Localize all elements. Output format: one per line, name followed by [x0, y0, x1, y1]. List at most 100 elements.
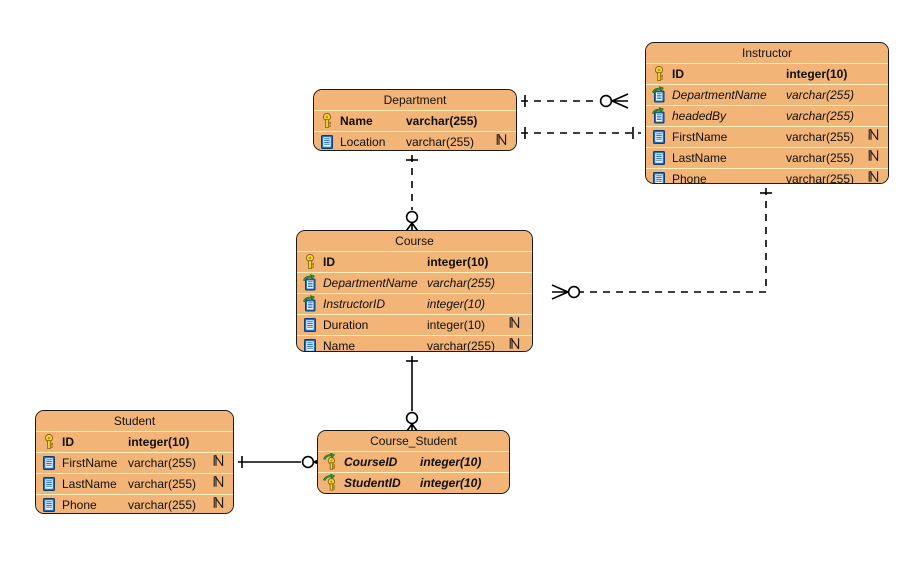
nullable-indicator — [509, 315, 520, 335]
blue-column-icon — [649, 148, 669, 168]
column-row[interactable]: Phone varchar(255) — [646, 168, 888, 184]
column-name: ID — [672, 67, 684, 81]
nullable-indicator — [868, 169, 879, 183]
column-name: Phone — [672, 172, 707, 184]
entity-title-course_student: Course_Student — [318, 431, 509, 452]
column-type: varchar(255) — [786, 151, 855, 165]
column-type: varchar(255) — [128, 498, 197, 512]
column-type: varchar(255) — [427, 276, 496, 290]
column-row[interactable]: ID integer(10) — [36, 432, 233, 452]
column-type: integer(10) — [786, 67, 848, 81]
column-type: varchar(255) — [427, 339, 496, 352]
yellow-key-icon — [317, 111, 337, 131]
green-arrow-column-icon — [300, 273, 320, 293]
blue-column-icon — [300, 315, 320, 335]
column-row[interactable]: StudentID integer(10) — [318, 472, 509, 493]
column-row[interactable]: headedBy varchar(255) — [646, 105, 888, 126]
column-row[interactable]: Location varchar(255) — [314, 131, 516, 150]
nullable-indicator — [868, 148, 879, 168]
column-type: varchar(255) — [786, 109, 855, 123]
column-name: ID — [62, 435, 74, 449]
column-name: Location — [340, 135, 386, 149]
column-row[interactable]: Name varchar(255) — [297, 335, 532, 352]
column-name: Name — [340, 114, 373, 128]
column-type: varchar(255) — [128, 456, 197, 470]
entity-columns-department: Name varchar(255) Location varchar(255) — [314, 111, 516, 150]
relationship-department-instructor-dept[interactable] — [521, 93, 629, 109]
column-type: integer(10) — [427, 318, 486, 332]
column-row[interactable]: FirstName varchar(255) — [646, 126, 888, 147]
entity-title-department: Department — [314, 90, 516, 111]
column-type: integer(10) — [128, 435, 190, 449]
nullable-indicator — [213, 474, 224, 494]
column-row[interactable]: InstructorID integer(10) — [297, 293, 532, 314]
green-arrow-column-icon — [649, 85, 669, 105]
relationship-department-instructor-headedby[interactable] — [521, 127, 641, 139]
column-row[interactable]: Name varchar(255) — [314, 111, 516, 131]
column-row[interactable]: ID integer(10) — [646, 64, 888, 84]
relationship-department-course[interactable] — [403, 155, 421, 235]
green-arrow-column-icon — [649, 106, 669, 126]
blue-column-icon — [39, 474, 59, 494]
column-row[interactable]: ID integer(10) — [297, 252, 532, 272]
relationship-instructor-course[interactable] — [551, 188, 772, 300]
entity-columns-student: ID integer(10) FirstName varchar(255) LastNa… — [36, 432, 233, 513]
blue-column-icon — [300, 336, 320, 351]
column-row[interactable]: Phone varchar(255) — [36, 494, 233, 513]
column-type: varchar(255) — [786, 130, 855, 144]
nullable-indicator — [868, 127, 879, 147]
column-name: DepartmentName — [672, 88, 767, 102]
column-name: LastName — [62, 477, 117, 491]
column-name: ID — [323, 255, 335, 269]
entity-title-instructor: Instructor — [646, 43, 888, 64]
column-row[interactable]: FirstName varchar(255) — [36, 452, 233, 473]
column-name: Duration — [323, 318, 369, 332]
blue-column-icon — [649, 127, 669, 147]
blue-column-icon — [317, 132, 337, 150]
yellow-key-icon — [39, 432, 59, 452]
entity-columns-course: ID integer(10) DepartmentName varchar(255) I… — [297, 252, 532, 352]
yellow-key-icon — [649, 64, 669, 84]
yellow-key-icon — [300, 252, 320, 272]
nullable-indicator — [213, 495, 224, 513]
column-name: Name — [323, 339, 356, 352]
green-arrow-column-icon — [300, 294, 320, 314]
column-type: varchar(255) — [406, 114, 478, 128]
column-name: FirstName — [62, 456, 118, 470]
blue-column-icon — [649, 169, 669, 183]
column-type: integer(10) — [427, 255, 489, 269]
column-name: StudentID — [344, 476, 401, 490]
column-type: integer(10) — [427, 297, 486, 311]
column-type: varchar(255) — [786, 172, 855, 184]
column-name: FirstName — [672, 130, 728, 144]
column-name: headedBy — [672, 109, 727, 123]
entity-title-course: Course — [297, 231, 532, 252]
column-row[interactable]: DepartmentName varchar(255) — [646, 84, 888, 105]
relationship-course-course-student[interactable] — [403, 356, 421, 436]
column-name: InstructorID — [323, 297, 386, 311]
column-row[interactable]: Duration integer(10) — [297, 314, 532, 335]
column-name: DepartmentName — [323, 276, 418, 290]
column-type: varchar(255) — [406, 135, 475, 149]
column-name: CourseID — [344, 455, 398, 469]
column-type: varchar(255) — [786, 88, 855, 102]
blue-column-icon — [39, 495, 59, 513]
column-name: Phone — [62, 498, 97, 512]
green-arrow-key-icon — [321, 473, 341, 493]
column-row[interactable]: DepartmentName varchar(255) — [297, 272, 532, 293]
blue-column-icon — [39, 453, 59, 473]
nullable-indicator — [213, 453, 224, 473]
green-arrow-key-icon — [321, 452, 341, 472]
column-type: integer(10) — [420, 476, 482, 490]
